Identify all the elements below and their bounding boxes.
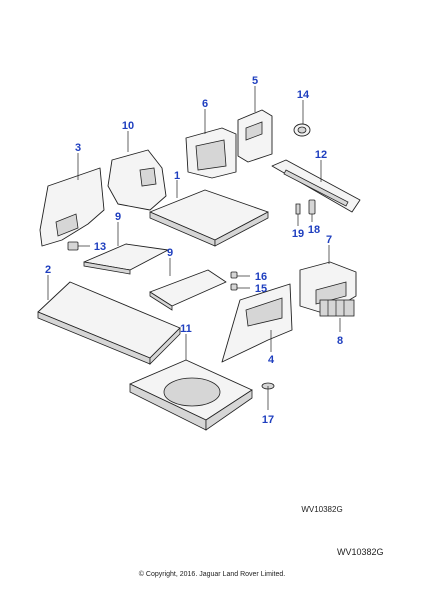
callout-11[interactable]: 11 — [180, 323, 192, 335]
callout-9-lower[interactable]: 9 — [167, 247, 173, 259]
callout-19[interactable]: 19 — [292, 228, 304, 240]
callout-7[interactable]: 7 — [326, 234, 332, 246]
callout-labels: 1 2 3 4 5 6 7 8 9 9 10 11 12 13 14 15 16… — [45, 75, 343, 426]
callout-8[interactable]: 8 — [337, 335, 343, 347]
callout-10[interactable]: 10 — [122, 120, 134, 132]
part-stowage-tray-upper — [83, 243, 169, 275]
part-rear-quarter-trim — [185, 127, 237, 179]
part-grille — [319, 299, 355, 317]
part-access-cover-panel — [237, 109, 273, 163]
callout-1[interactable]: 1 — [174, 170, 180, 182]
part-clip-13 — [67, 241, 79, 251]
part-stowage-tray-lower — [149, 269, 227, 311]
part-floor-cover — [37, 281, 181, 365]
diagram-reference: WV10382G — [301, 505, 342, 514]
callout-9-upper[interactable]: 9 — [115, 211, 121, 223]
part-load-floor-panel — [149, 189, 269, 247]
callout-18[interactable]: 18 — [308, 224, 320, 236]
callout-12[interactable]: 12 — [315, 149, 327, 161]
part-clip-15 — [230, 283, 238, 291]
part-clip-16 — [230, 271, 238, 279]
callout-16[interactable]: 16 — [255, 271, 267, 283]
part-fastener-17 — [261, 382, 275, 398]
callout-2[interactable]: 2 — [45, 264, 51, 276]
callout-17[interactable]: 17 — [262, 414, 274, 426]
callout-5[interactable]: 5 — [252, 75, 258, 87]
part-clip — [293, 123, 311, 137]
part-sill-trim — [271, 159, 361, 213]
leader-lines — [47, 86, 341, 410]
callout-15[interactable]: 15 — [255, 283, 267, 295]
footer-reference: WV10382G — [337, 547, 384, 557]
callout-4[interactable]: 4 — [268, 354, 275, 366]
callout-14[interactable]: 14 — [297, 89, 310, 101]
callout-3[interactable]: 3 — [75, 142, 81, 154]
part-fastener-19 — [295, 203, 301, 215]
callout-6[interactable]: 6 — [202, 98, 208, 110]
callout-13[interactable]: 13 — [94, 241, 106, 253]
part-left-side-trim — [39, 167, 105, 247]
part-upper-quarter-trim — [107, 149, 167, 211]
part-fastener-18 — [308, 199, 316, 215]
part-side-trim — [221, 283, 293, 363]
copyright-notice: © Copyright, 2016. Jaguar Land Rover Lim… — [138, 571, 286, 578]
part-spare-wheel-tray — [129, 359, 253, 431]
